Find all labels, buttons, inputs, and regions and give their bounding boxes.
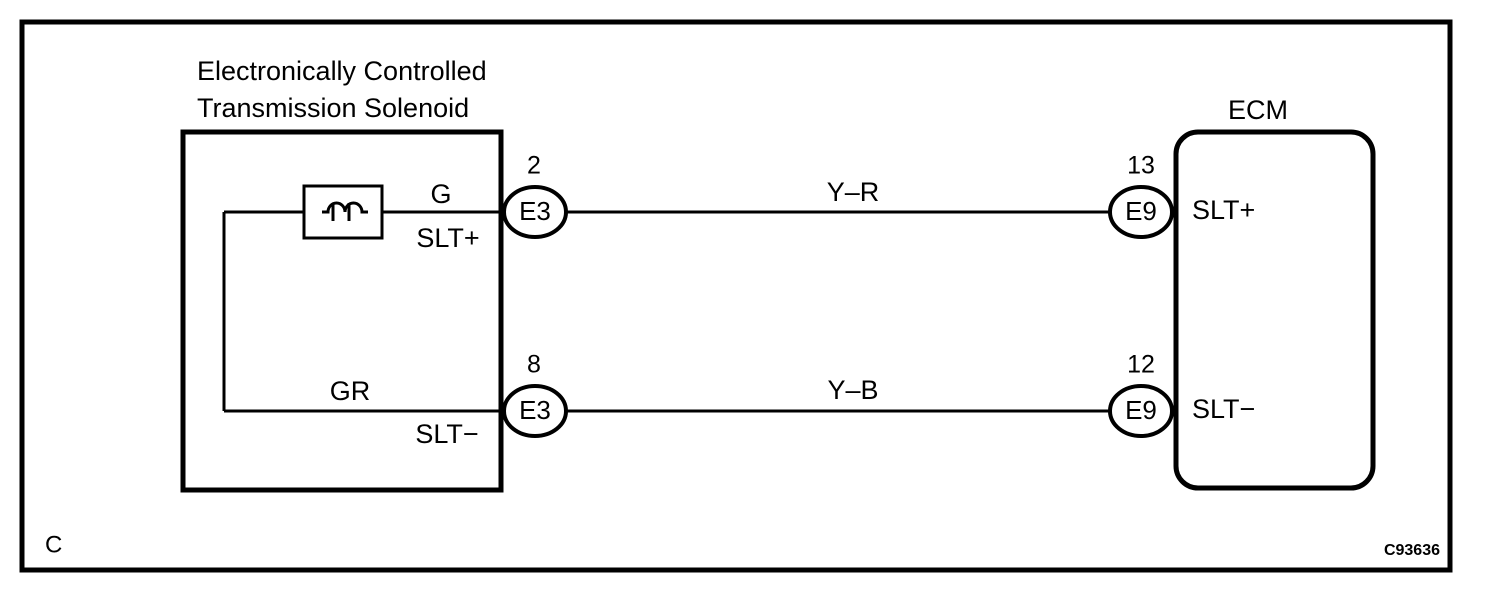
ecm-signal-upper: SLT+ bbox=[1192, 195, 1255, 225]
diagram-frame bbox=[19, 19, 1453, 573]
connector-oval-e9-lower[interactable] bbox=[1108, 384, 1174, 438]
ecm-box bbox=[1173, 129, 1376, 491]
ecm-signal-lower: SLT− bbox=[1192, 394, 1255, 424]
connector-label-e9-upper: E9 bbox=[1125, 196, 1157, 226]
coil-body-rect bbox=[302, 184, 384, 240]
inductor-coil-icon bbox=[322, 201, 368, 214]
solenoid-title-line2: Transmission Solenoid bbox=[197, 93, 469, 123]
pin-number-e9-upper: 13 bbox=[1127, 152, 1155, 180]
connector-oval-e3-lower[interactable] bbox=[502, 384, 568, 438]
connector-oval-e9-upper[interactable] bbox=[1108, 185, 1174, 239]
connector-label-e9-lower: E9 bbox=[1125, 395, 1157, 425]
pin-number-e3-lower: 8 bbox=[527, 351, 541, 379]
harness-wire-label-lower: Y–B bbox=[827, 375, 878, 405]
inductor-coil-loops-icon bbox=[331, 203, 351, 221]
solenoid-signal-lower: SLT− bbox=[415, 419, 478, 449]
pin-number-e3-upper: 2 bbox=[527, 152, 541, 180]
pin-number-e9-lower: 12 bbox=[1127, 351, 1155, 379]
harness-wire-label-upper: Y–R bbox=[827, 177, 880, 207]
connector-label-e3-lower: E3 bbox=[519, 395, 551, 425]
ecm-title: ECM bbox=[1228, 95, 1288, 125]
solenoid-wire-color-lower: GR bbox=[330, 376, 371, 406]
solenoid-title-line1: Electronically Controlled bbox=[197, 56, 487, 86]
connector-label-e3-upper: E3 bbox=[519, 196, 551, 226]
figure-code: C93636 bbox=[1384, 542, 1440, 559]
solenoid-wire-color-upper: G bbox=[430, 179, 451, 209]
corner-marker: C bbox=[45, 531, 62, 558]
solenoid-signal-upper: SLT+ bbox=[416, 223, 479, 253]
connector-oval-e3-upper[interactable] bbox=[502, 185, 568, 239]
